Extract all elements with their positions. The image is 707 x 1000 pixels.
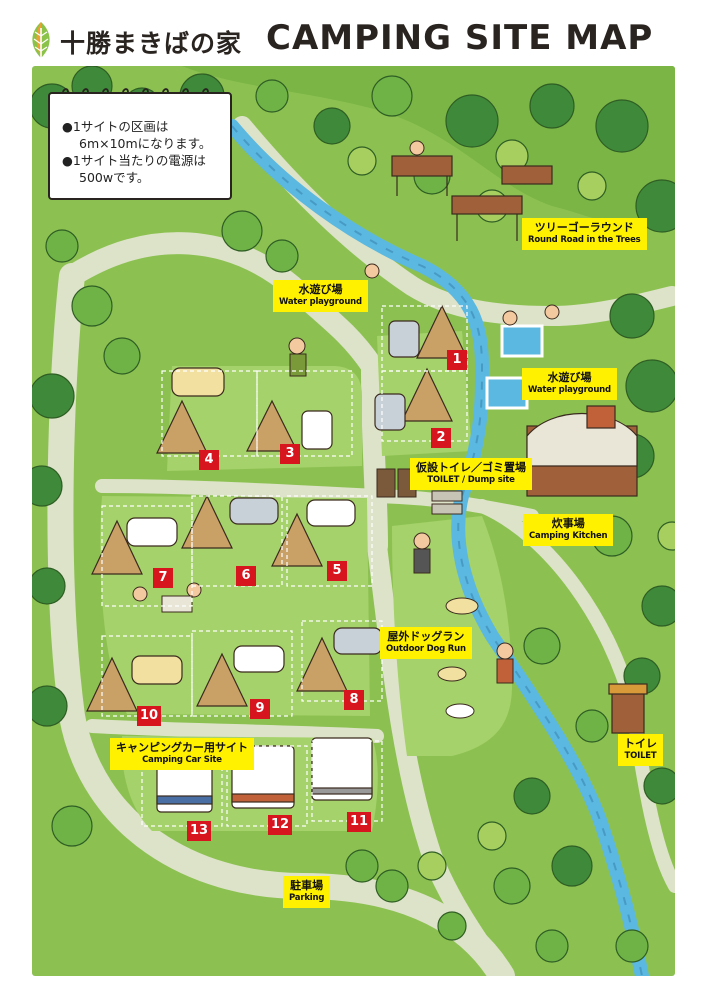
label-parking-jp: 駐車場 bbox=[290, 879, 324, 892]
notice-panel: ●1サイトの区画は 6m×10mになります。 ●1サイト当たりの電源は 500w… bbox=[48, 92, 232, 200]
site-number-5: 5 bbox=[327, 561, 347, 581]
page-title: CAMPING SITE MAP bbox=[266, 18, 654, 58]
label-camping-car-site: キャンピングカー用サイト Camping Car Site bbox=[110, 738, 254, 770]
label-tree-go-round-en: Round Road in the Trees bbox=[528, 235, 641, 245]
toilet-building bbox=[608, 683, 648, 734]
site-number-9: 9 bbox=[250, 699, 270, 719]
label-toilet-en: TOILET bbox=[624, 751, 657, 761]
notice-line-1: ●1サイトの区画は bbox=[62, 119, 169, 134]
leaf-logo-icon bbox=[32, 22, 50, 60]
label-tree-go-round: ツリーゴーラウンド Round Road in the Trees bbox=[522, 218, 647, 250]
label-camping-car-site-jp: キャンピングカー用サイト bbox=[116, 741, 248, 754]
header: 十勝まきばの家 CAMPING SITE MAP bbox=[0, 0, 707, 66]
camping-car-icon bbox=[156, 737, 373, 813]
label-water-playground-2-jp: 水遊び場 bbox=[547, 371, 592, 384]
label-toilet: トイレ TOILET bbox=[618, 734, 663, 766]
label-parking: 駐車場 Parking bbox=[283, 876, 331, 908]
label-water-playground-2-en: Water playground bbox=[528, 385, 611, 395]
notice-line-3: ●1サイト当たりの電源は bbox=[62, 153, 206, 168]
label-parking-en: Parking bbox=[289, 893, 325, 903]
label-camping-kitchen-jp: 炊事場 bbox=[551, 517, 585, 530]
label-dog-run: 屋外ドッグラン Outdoor Dog Run bbox=[380, 627, 472, 659]
label-camping-car-site-en: Camping Car Site bbox=[142, 755, 222, 765]
label-toilet-jp: トイレ bbox=[624, 737, 657, 750]
site-number-12: 12 bbox=[268, 815, 292, 835]
label-dog-run-en: Outdoor Dog Run bbox=[386, 644, 466, 654]
notice-line-2: 6m×10mになります。 bbox=[79, 136, 212, 151]
site-number-6: 6 bbox=[236, 566, 256, 586]
site-number-13: 13 bbox=[187, 821, 211, 841]
site-number-1: 1 bbox=[447, 350, 467, 370]
label-water-playground-2: 水遊び場 Water playground bbox=[522, 368, 617, 400]
label-water-playground-1: 水遊び場 Water playground bbox=[273, 280, 368, 312]
label-water-playground-1-en: Water playground bbox=[279, 297, 362, 307]
label-toilet-dump-site-jp: 仮設トイレ／ゴミ置場 bbox=[416, 461, 526, 474]
label-toilet-dump-site-en: TOILET / Dump site bbox=[427, 475, 515, 485]
site-number-7: 7 bbox=[153, 568, 173, 588]
label-tree-go-round-jp: ツリーゴーラウンド bbox=[534, 221, 634, 234]
site-number-2: 2 bbox=[431, 428, 451, 448]
label-toilet-dump-site: 仮設トイレ／ゴミ置場 TOILET / Dump site bbox=[410, 458, 532, 490]
site-number-3: 3 bbox=[280, 444, 300, 464]
brand-name: 十勝まきばの家 bbox=[60, 29, 243, 58]
tree-go-round bbox=[391, 155, 553, 241]
site-number-4: 4 bbox=[199, 450, 219, 470]
label-water-playground-1-jp: 水遊び場 bbox=[298, 283, 343, 296]
notice-line-4: 500wです。 bbox=[79, 170, 150, 185]
camping-kitchen-building bbox=[526, 405, 638, 497]
label-dog-run-jp: 屋外ドッグラン bbox=[387, 630, 465, 643]
site-number-10: 10 bbox=[137, 706, 161, 726]
site-boundaries bbox=[101, 305, 468, 827]
label-camping-kitchen-en: Camping Kitchen bbox=[529, 531, 608, 541]
site-number-11: 11 bbox=[347, 812, 371, 832]
dog-icons bbox=[437, 597, 479, 719]
site-number-8: 8 bbox=[344, 690, 364, 710]
label-camping-kitchen: 炊事場 Camping Kitchen bbox=[523, 514, 614, 546]
tent-icon bbox=[86, 304, 468, 712]
